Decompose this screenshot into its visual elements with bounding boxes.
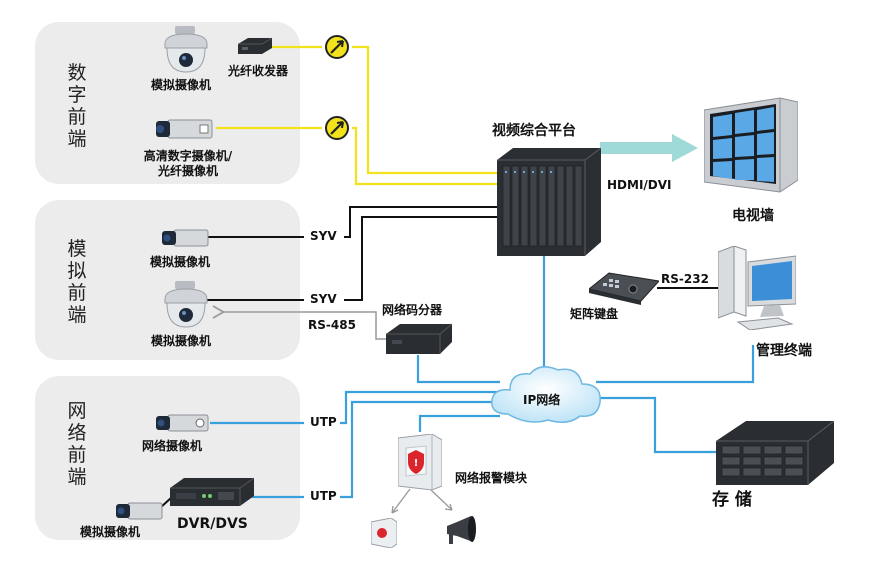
network-decoder-icon [386,323,452,354]
network-links [210,252,755,499]
management-terminal-label: 管理终端 [756,343,812,359]
rs485-link [222,312,388,340]
analog-camera-label: 模拟摄像机 [150,255,211,269]
analog-camera-label: 模拟摄像机 [80,525,141,539]
ip-network-label: IP网络 [523,393,561,407]
zone-title-digital: 数字前端 [67,62,87,150]
fiber-transceiver-icon [238,37,272,54]
tv-wall-label: 电视墙 [732,208,774,224]
network-decoder-label: 网络码分器 [382,303,443,317]
alarm-module-label: 网络报警模块 [455,471,528,485]
ptz-camera-icon [164,26,208,73]
analog-camera-label: 模拟摄像机 [151,334,212,348]
fiber-converter-icon [325,35,349,59]
fiber-links [216,45,498,186]
rs485-link-label: RS-485 [308,318,356,332]
computer-icon [718,246,796,330]
panic-button-icon [371,518,397,548]
zone-title-analog: 模拟前端 [67,238,87,326]
storage-label: 存 储 [712,490,752,510]
tv-wall-icon [704,97,798,193]
storage-icon [716,420,834,485]
box-camera-icon [116,502,163,520]
platform-chassis-icon [497,147,601,256]
coax-links [188,206,498,301]
hdmi-dvi-link-label: HDMI/DVI [607,178,672,192]
fiber-transceiver-label: 光纤收发器 [228,64,289,78]
utp-link-label: UTP [310,489,337,503]
cloud-icon [491,366,601,423]
platform-label: 视频综合平台 [492,123,576,139]
hdmi-arrow [600,134,698,162]
alarm-module-icon: ! [398,434,442,490]
alarm-arrows [391,488,453,514]
matrix-keyboard-icon [589,272,659,305]
utp-link-label: UTP [310,415,337,429]
syv-link-label: SYV [310,229,337,243]
hd-camera-label: 高清数字摄像机/光纤摄像机 [143,149,233,178]
box-camera-icon [162,229,209,247]
network-camera-icon [156,414,209,432]
svg-text:!: ! [414,458,419,469]
zone-title-network: 网络前端 [67,400,87,488]
analog-camera-label: 模拟摄像机 [151,78,212,92]
zone-network-frontend [35,376,300,540]
rs232-link-label: RS-232 [661,272,709,286]
matrix-keyboard-label: 矩阵键盘 [570,307,619,321]
syv-link-label: SYV [310,292,337,306]
fiber-converter-icon [325,116,349,140]
box-camera-icon [156,119,213,139]
ptz-camera-icon [164,281,208,328]
siren-horn-icon [447,516,476,544]
network-camera-label: 网络摄像机 [142,439,203,453]
dvr-label: DVR/DVS [177,516,248,532]
dvr-icon [170,477,254,506]
zone-analog-frontend [35,200,300,360]
